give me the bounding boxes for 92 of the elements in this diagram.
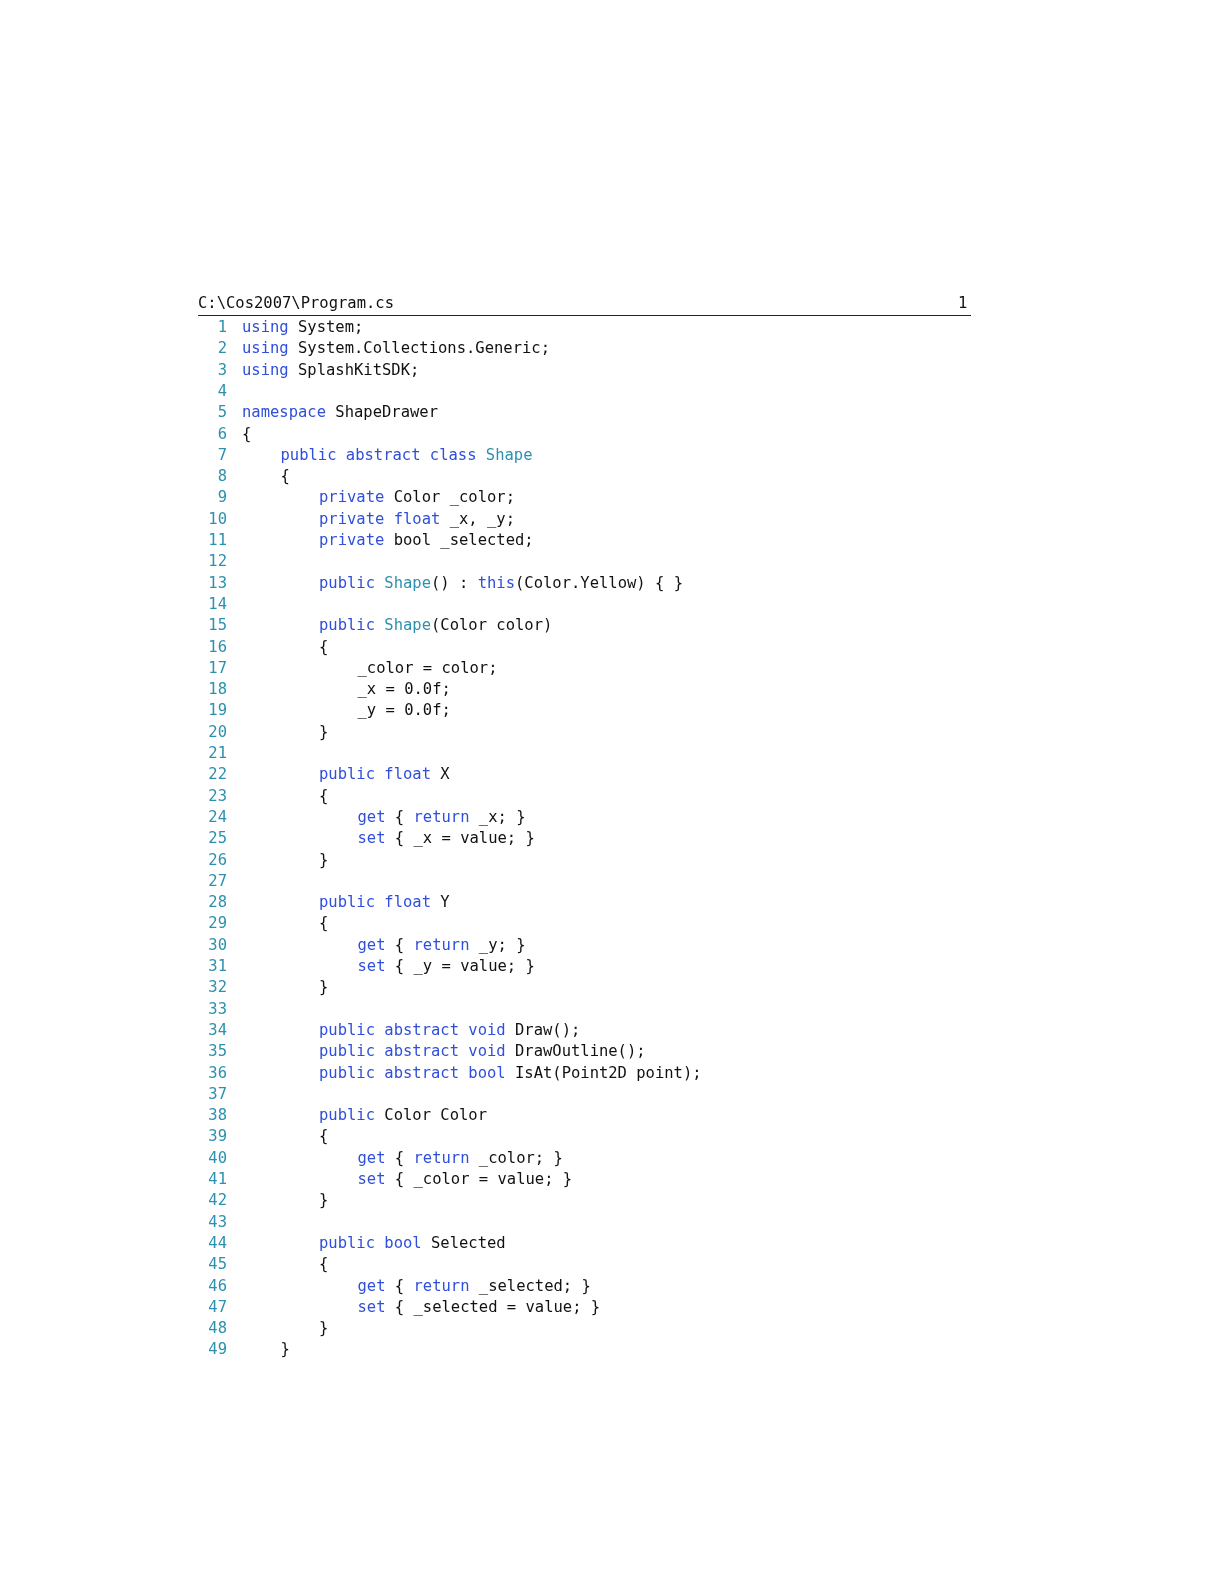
code-line: public abstract class Shape bbox=[280, 445, 533, 464]
line-number: 36 bbox=[207, 1063, 227, 1082]
code-line: } bbox=[319, 850, 329, 869]
code-line: { bbox=[319, 1255, 329, 1274]
code-line: { bbox=[319, 1127, 329, 1146]
code-line: } bbox=[319, 978, 329, 997]
line-number: 41 bbox=[207, 1170, 227, 1188]
line-number: 33 bbox=[207, 999, 227, 1018]
line-number: 27 bbox=[207, 871, 227, 890]
code-line: _y = 0.0f; bbox=[357, 701, 451, 720]
code-line: { bbox=[242, 424, 252, 443]
line-number: 47 bbox=[207, 1297, 227, 1316]
code-line: set { _color = value; } bbox=[357, 1170, 573, 1188]
line-number: 42 bbox=[207, 1191, 227, 1210]
line-number: 2 bbox=[216, 339, 227, 358]
line-number: 19 bbox=[207, 701, 227, 720]
line-number: 49 bbox=[207, 1340, 227, 1359]
code-line: public abstract void DrawOutline(); bbox=[319, 1042, 646, 1061]
code-line: { bbox=[319, 786, 329, 805]
line-number: 48 bbox=[207, 1319, 227, 1338]
line-number: 34 bbox=[207, 1020, 227, 1039]
code-line: public float X bbox=[319, 765, 450, 784]
line-number: 5 bbox=[216, 403, 227, 422]
code-line: set { _x = value; } bbox=[357, 829, 535, 848]
line-number: 39 bbox=[207, 1127, 227, 1146]
line-number: 24 bbox=[207, 807, 227, 826]
line-number: 28 bbox=[207, 893, 227, 912]
code-line: { bbox=[319, 914, 329, 933]
code-line: { bbox=[319, 637, 329, 656]
code-line: namespace ShapeDrawer bbox=[242, 403, 438, 422]
file-path: C:\Cos2007\Program.cs bbox=[198, 294, 394, 312]
code-line: public abstract void Draw(); bbox=[319, 1020, 581, 1039]
code-line: public float Y bbox=[319, 893, 450, 912]
line-number: 7 bbox=[216, 445, 227, 464]
code-line: set { _selected = value; } bbox=[357, 1297, 601, 1316]
line-number: 25 bbox=[207, 829, 227, 848]
line-number: 29 bbox=[207, 914, 227, 933]
code-line: get { return _selected; } bbox=[357, 1276, 591, 1295]
code-line: { bbox=[280, 467, 290, 486]
line-number: 8 bbox=[216, 467, 227, 486]
line-number: 37 bbox=[207, 1084, 227, 1103]
line-number: 14 bbox=[207, 594, 227, 613]
code-line: using System; bbox=[242, 318, 364, 336]
code-line: public bool Selected bbox=[319, 1233, 506, 1252]
code-line: _x = 0.0f; bbox=[357, 680, 451, 699]
line-number: 10 bbox=[207, 509, 227, 528]
code-line: } bbox=[280, 1340, 290, 1359]
code-line: _color = color; bbox=[357, 658, 498, 677]
line-number: 45 bbox=[207, 1255, 227, 1274]
page-number: 1 bbox=[958, 294, 968, 312]
line-number: 43 bbox=[207, 1212, 227, 1231]
line-number: 35 bbox=[207, 1042, 227, 1061]
line-number: 31 bbox=[207, 957, 227, 975]
code-line: public Shape() : this(Color.Yellow) { } bbox=[319, 573, 683, 592]
code-line: } bbox=[319, 1191, 329, 1210]
line-number: 23 bbox=[207, 786, 227, 805]
line-number: 21 bbox=[207, 744, 227, 762]
line-number: 26 bbox=[207, 850, 227, 869]
code-line: get { return _y; } bbox=[357, 935, 526, 954]
code-line: get { return _color; } bbox=[357, 1148, 563, 1167]
code-line: public abstract bool IsAt(Point2D point); bbox=[319, 1063, 702, 1082]
line-number: 13 bbox=[207, 573, 227, 592]
line-number: 12 bbox=[207, 552, 227, 571]
line-number: 44 bbox=[207, 1233, 227, 1252]
code-line: private float _x, _y; bbox=[319, 509, 515, 528]
line-number: 6 bbox=[216, 424, 227, 443]
line-number: 40 bbox=[207, 1148, 227, 1167]
line-number: 9 bbox=[216, 488, 227, 507]
line-number: 11 bbox=[207, 531, 227, 549]
code-line: } bbox=[319, 722, 329, 741]
code-line: public Shape(Color color) bbox=[319, 616, 553, 635]
line-number: 20 bbox=[207, 722, 227, 741]
code-line: get { return _x; } bbox=[357, 807, 526, 826]
code-line: set { _y = value; } bbox=[357, 957, 535, 975]
line-number: 16 bbox=[207, 637, 227, 656]
code-line: } bbox=[319, 1319, 329, 1338]
code-line: using System.Collections.Generic; bbox=[242, 339, 550, 358]
line-number: 32 bbox=[207, 978, 227, 997]
code-line: private bool _selected; bbox=[319, 531, 534, 549]
code-line: public Color Color bbox=[319, 1106, 487, 1125]
line-number: 46 bbox=[207, 1276, 227, 1295]
line-number: 30 bbox=[207, 935, 227, 954]
line-number: 3 bbox=[216, 360, 227, 379]
code-line: private Color _color; bbox=[319, 488, 515, 507]
line-number: 15 bbox=[207, 616, 227, 635]
line-number: 17 bbox=[207, 658, 227, 677]
line-number: 18 bbox=[207, 680, 227, 699]
line-number: 4 bbox=[216, 381, 227, 400]
line-number: 38 bbox=[207, 1106, 227, 1125]
code-line: using SplashKitSDK; bbox=[242, 360, 420, 379]
line-number: 1 bbox=[216, 318, 227, 336]
line-number: 22 bbox=[207, 765, 227, 784]
